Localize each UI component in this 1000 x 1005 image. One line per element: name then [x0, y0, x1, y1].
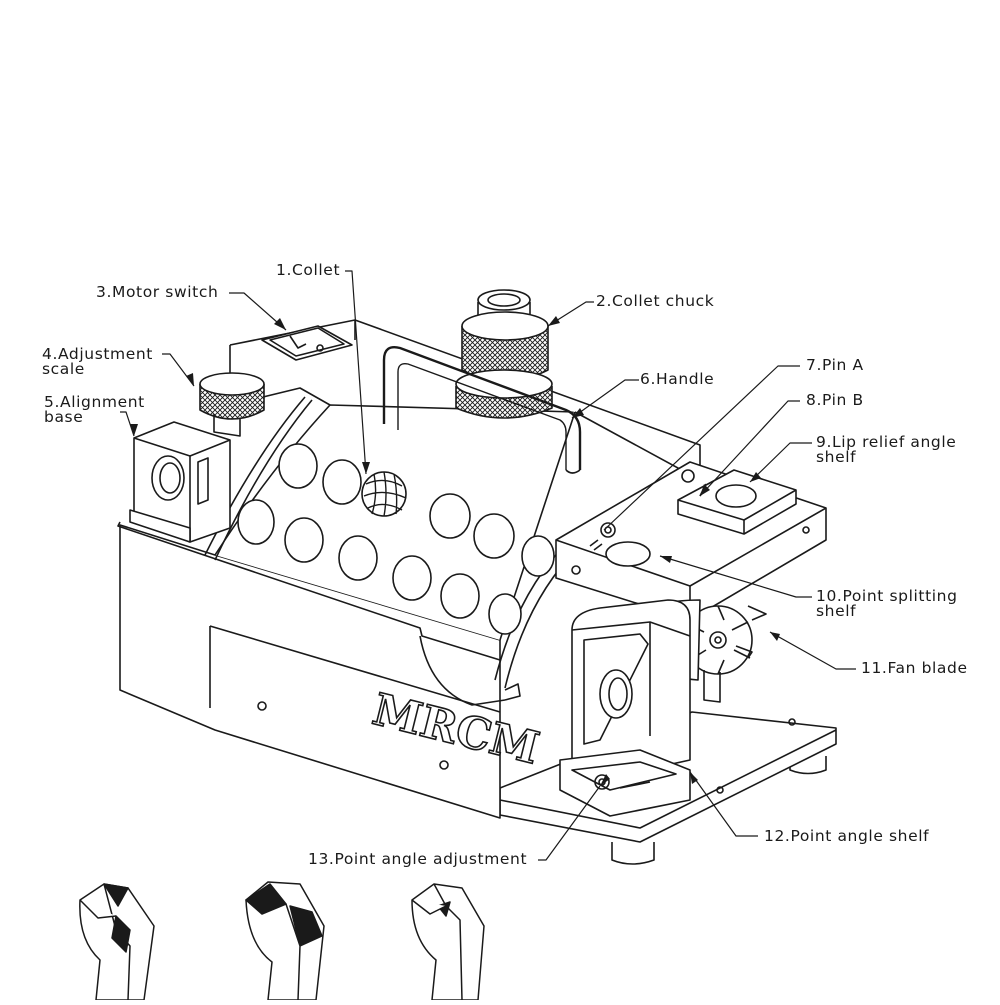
grinding-head [555, 461, 827, 621]
callout-alignment-base: 5.Alignment [44, 393, 145, 411]
alignment-base-part [129, 421, 231, 543]
adjustment-scale-part [199, 372, 265, 437]
drill-bit-split-point [245, 881, 325, 1001]
callout-fan-blade: 11.Fan blade [861, 659, 968, 677]
callout-collet-chuck: 2.Collet chuck [596, 292, 715, 310]
callout-motor-switch: 3.Motor switch [96, 283, 219, 301]
leader-lines [120, 270, 856, 861]
fan-vent-holes [237, 443, 555, 635]
callout-point-angle-adjustment: 13.Point angle adjustment [308, 850, 528, 868]
callout-point-splitting-shelf-line2: shelf [816, 602, 857, 620]
callout-lip-relief-angle-shelf-line2: shelf [816, 448, 857, 466]
point-angle-shelf-part [559, 599, 691, 817]
callout-point-splitting-shelf: 10.Point splitting [816, 587, 958, 605]
handle-part [382, 346, 582, 474]
callout-alignment-base-line2: base [44, 408, 84, 426]
collet-part [361, 471, 407, 517]
callout-adjustment-scale-line2: scale [42, 360, 85, 378]
callout-collet: 1.Collet [276, 261, 341, 279]
drill-bit-illustrations [79, 881, 485, 1001]
drill-bit-standard [79, 883, 155, 1001]
callout-pin-b: 8.Pin B [806, 391, 864, 409]
callout-lip-relief-angle-shelf: 9.Lip relief angle [816, 433, 957, 451]
callout-handle: 6.Handle [640, 370, 715, 388]
motor-switch-part [261, 325, 353, 361]
callout-point-angle-shelf: 12.Point angle shelf [764, 827, 930, 845]
leader-arrowheads [130, 316, 780, 786]
callout-pin-a: 7.Pin A [806, 356, 864, 374]
drill-bit-relieved [411, 883, 485, 1001]
callout-adjustment-scale: 4.Adjustment [42, 345, 153, 363]
